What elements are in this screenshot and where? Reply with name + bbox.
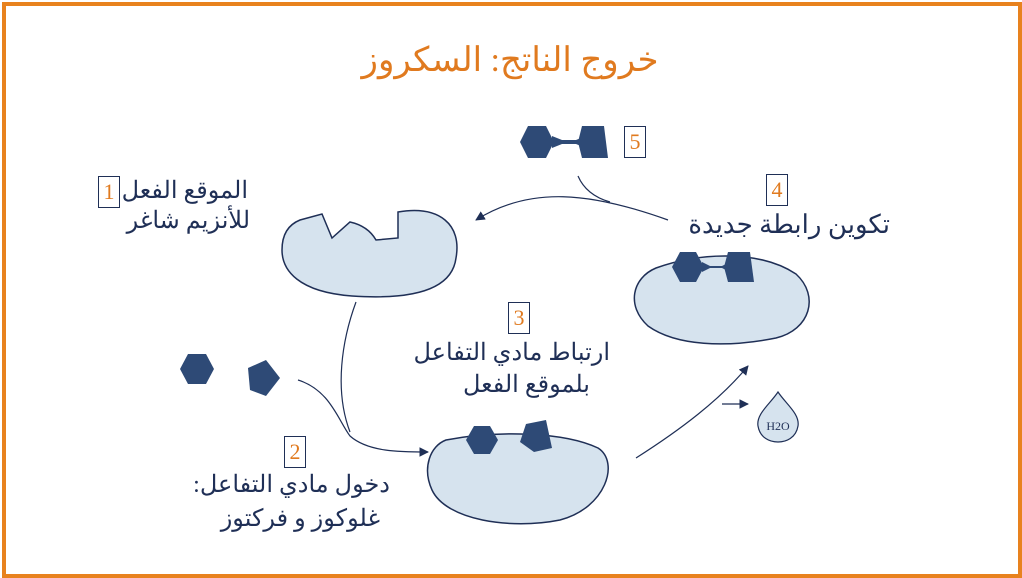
step-3-text-line2: بلموقع الفعل bbox=[462, 372, 590, 398]
glucose-molecule bbox=[180, 354, 214, 384]
sucrose-bound bbox=[672, 252, 754, 282]
diagram-title: خروج الناتج: السكروز bbox=[361, 42, 659, 79]
water-drop bbox=[757, 390, 799, 443]
water-label: H2O bbox=[766, 419, 790, 433]
arrow-return bbox=[475, 196, 669, 221]
sucrose-released bbox=[520, 126, 608, 158]
fructose-molecule bbox=[248, 360, 280, 396]
arrow-enzyme-descend bbox=[340, 301, 357, 433]
step-4-number: 4 bbox=[766, 174, 788, 206]
bound-fructose bbox=[520, 420, 552, 452]
step-4-text: تكوين رابطة جديدة bbox=[688, 210, 890, 239]
step-2-text-line2: غلوكوز و فركتوز bbox=[220, 506, 380, 532]
step-5-number: 5 bbox=[624, 126, 646, 158]
step-1-text-line1: الموقع الفعل bbox=[121, 178, 248, 204]
arrow-enter bbox=[297, 379, 429, 457]
arrow-release bbox=[577, 175, 611, 203]
enzyme-bound bbox=[426, 433, 609, 525]
enzyme-empty bbox=[281, 209, 458, 298]
step-3-number: 3 bbox=[508, 302, 530, 334]
step-2-text-line1: دخول مادي التفاعل: bbox=[193, 472, 390, 498]
step-1-number: 1 bbox=[98, 176, 120, 208]
bound-glucose bbox=[466, 426, 498, 454]
step-2-number: 2 bbox=[284, 436, 306, 468]
arrow-to-bond bbox=[635, 365, 749, 459]
enzyme-new-bond bbox=[633, 255, 810, 345]
step-3-text-line1: ارتباط مادي التفاعل bbox=[413, 340, 611, 366]
step-1-text-line2: للأنزيم شاغر bbox=[126, 208, 250, 234]
